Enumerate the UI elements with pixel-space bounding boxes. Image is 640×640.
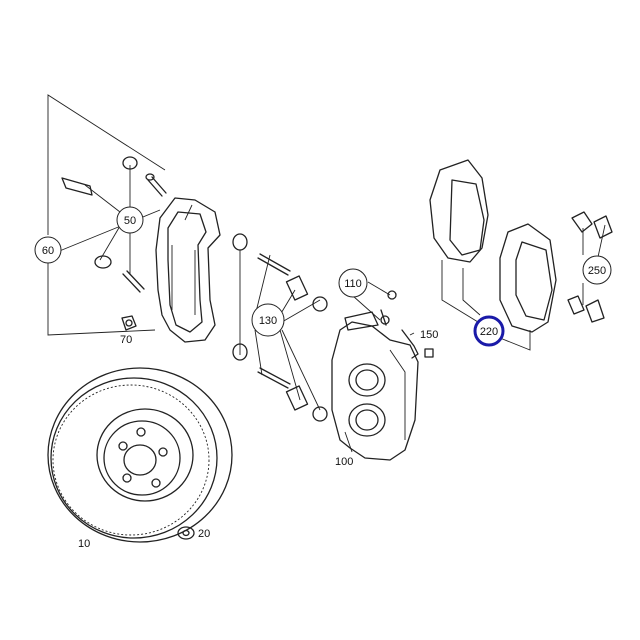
callout-50-label: 50 [124, 215, 136, 227]
callout-110-label: 110 [344, 278, 362, 290]
wear-sensor-drawing [401, 329, 434, 359]
callout-130-label: 130 [259, 315, 277, 327]
wheel-bolt-drawing [177, 526, 195, 540]
label-100[interactable]: 100 [335, 456, 353, 468]
label-10[interactable]: 10 [78, 538, 90, 550]
callout-130[interactable]: 130 [251, 303, 285, 337]
callout-220-label: 220 [480, 326, 498, 338]
callouts: 60 50 130 110 220 250 70 150 100 20 10 [34, 206, 612, 550]
leader-lines [47, 94, 606, 411]
springs-drawing [567, 211, 613, 323]
callout-220[interactable]: 220 [473, 315, 505, 347]
callout-60[interactable]: 60 [34, 236, 62, 264]
callout-50[interactable]: 50 [116, 206, 144, 234]
brake-disc-drawing [47, 367, 233, 543]
brake-pads-drawing [429, 159, 557, 333]
label-20[interactable]: 20 [198, 528, 210, 540]
label-150[interactable]: 150 [420, 329, 438, 341]
caliper-carrier-drawing [155, 197, 221, 343]
guide-pins-drawing [232, 233, 328, 422]
bracket-bolt-drawing [121, 315, 137, 331]
guide-sleeve-drawing [61, 156, 167, 293]
label-70[interactable]: 70 [120, 334, 132, 346]
callout-60-label: 60 [42, 245, 54, 257]
callout-250[interactable]: 250 [582, 255, 612, 285]
caliper-drawing [331, 311, 419, 461]
bleeder-drawing [380, 290, 397, 326]
callout-110[interactable]: 110 [338, 268, 368, 298]
callout-250-label: 250 [588, 265, 606, 277]
